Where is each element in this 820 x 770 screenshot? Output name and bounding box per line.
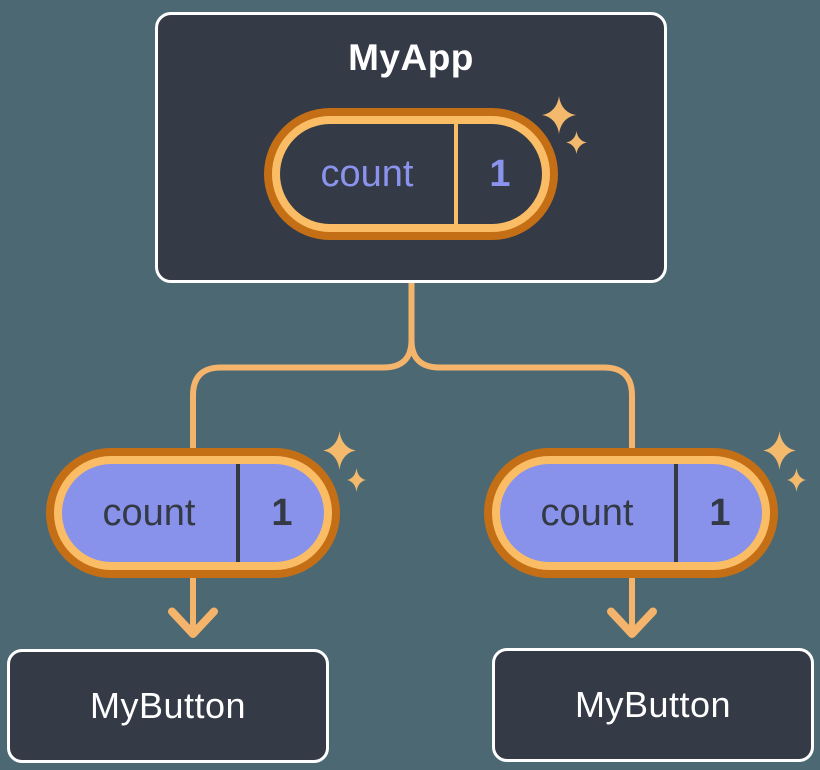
child-state-pill-left: count 1 xyxy=(46,448,340,578)
pill-body: count 1 xyxy=(280,124,542,224)
sparkle-icon-small xyxy=(787,468,806,492)
root-component-title: MyApp xyxy=(348,37,474,78)
state-name-label: count xyxy=(540,491,634,534)
sparkle-icon-large xyxy=(763,431,796,470)
sparkle-icon-small xyxy=(347,468,366,492)
child-component-title: MyButton xyxy=(89,685,247,726)
pill-body: count 1 xyxy=(62,464,324,562)
pill-divider xyxy=(454,124,458,224)
state-value: 1 xyxy=(271,491,293,534)
pill-body: count 1 xyxy=(500,464,762,562)
child-component-card-right: MyButton xyxy=(492,648,814,762)
sparkle-icon-small xyxy=(566,131,587,154)
tree-branch-right xyxy=(408,281,635,630)
sparkle-icon-large xyxy=(542,96,576,134)
state-value: 1 xyxy=(489,152,511,195)
pill-divider xyxy=(236,464,240,562)
state-name-label: count xyxy=(102,491,196,534)
child-state-pill-right: count 1 xyxy=(484,448,778,578)
pill-inner-ring: count 1 xyxy=(54,456,332,570)
arrow-down-left-icon xyxy=(168,607,218,638)
state-value: 1 xyxy=(709,491,731,534)
root-component-card: MyApp count 1 xyxy=(155,12,667,283)
pill-inner-ring: count 1 xyxy=(272,116,550,232)
sparkle-icon-large xyxy=(323,431,356,470)
state-name-label: count xyxy=(320,152,414,195)
root-state-pill: count 1 xyxy=(264,108,558,240)
arrow-down-right-icon xyxy=(607,607,657,638)
pill-divider xyxy=(674,464,678,562)
child-component-card-left: MyButton xyxy=(7,649,329,763)
child-component-title: MyButton xyxy=(574,684,732,725)
pill-inner-ring: count 1 xyxy=(492,456,770,570)
